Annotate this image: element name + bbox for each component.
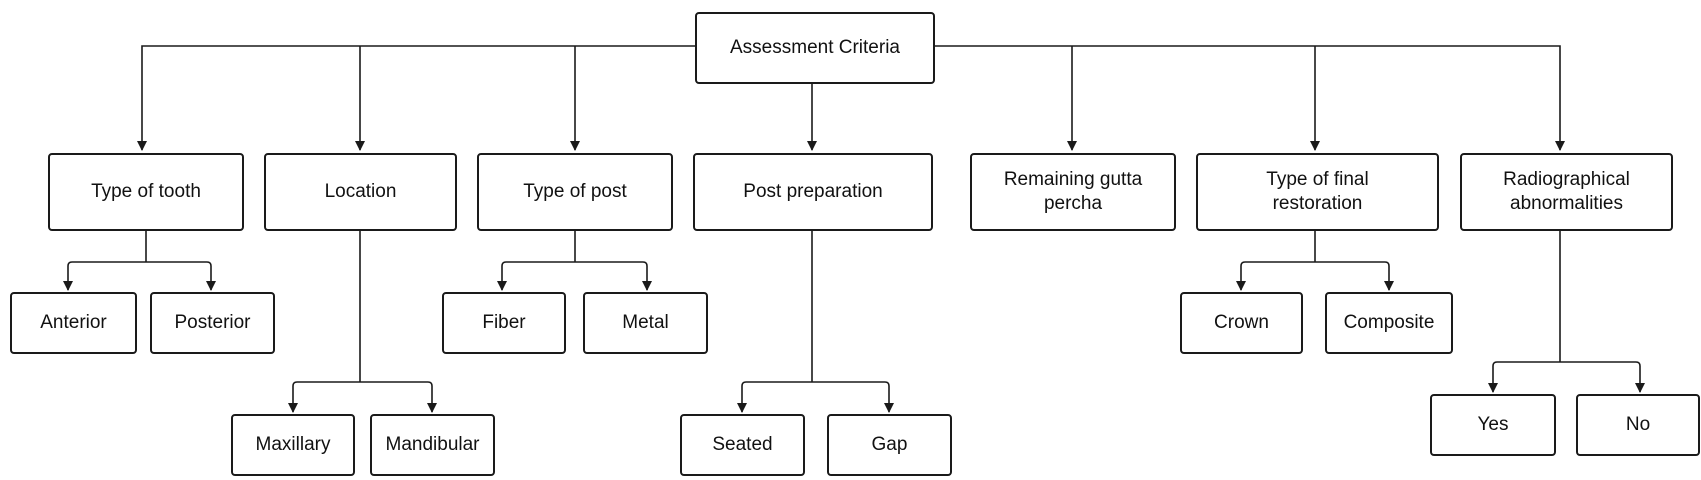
connector-post-metal (575, 261, 652, 291)
option-label: Mandibular (385, 434, 480, 455)
option-composite: Composite (1325, 292, 1453, 354)
option-label: Composite (1343, 312, 1435, 333)
option-posterior: Posterior (150, 292, 275, 354)
option-label: Yes (1477, 414, 1509, 435)
category-type-of-final-restoration: Type of final restoration (1196, 153, 1439, 231)
option-seated: Seated (680, 414, 805, 476)
connector-prep-gap (812, 381, 894, 413)
option-label: Seated (712, 434, 773, 455)
category-label: Post preparation (743, 181, 883, 202)
option-fiber: Fiber (442, 292, 566, 354)
option-no: No (1576, 394, 1700, 456)
option-metal: Metal (583, 292, 708, 354)
category-radiographical-abnormalities: Radiographical abnormalities (1460, 153, 1673, 231)
connector-post-fiber (497, 261, 575, 291)
category-label: Type of tooth (91, 181, 201, 202)
connector-restoration-crown (1236, 261, 1315, 291)
option-label: Maxillary (255, 434, 331, 455)
category-post-preparation: Post preparation (693, 153, 933, 231)
option-gap: Gap (827, 414, 952, 476)
option-label: Anterior (40, 312, 107, 333)
option-label: Gap (871, 434, 908, 455)
category-type-of-tooth: Type of tooth (48, 153, 244, 231)
option-crown: Crown (1180, 292, 1303, 354)
category-type-of-post: Type of post (477, 153, 673, 231)
connector-location-mandibular (360, 381, 437, 413)
option-yes: Yes (1430, 394, 1556, 456)
category-label: Radiographical abnormalities (1503, 169, 1630, 214)
category-location: Location (264, 153, 457, 231)
connector-root-left (137, 45, 695, 151)
category-label: Remaining gutta percha (1003, 169, 1143, 214)
category-label: Type of final restoration (1266, 169, 1369, 214)
connector-root-right (935, 45, 1565, 151)
category-remaining-gutta-percha: Remaining gutta percha (970, 153, 1176, 231)
option-label: Fiber (482, 312, 526, 333)
connector-location-maxillary (288, 381, 360, 413)
connector-tooth-anterior (63, 261, 146, 291)
root-node-label: Assessment Criteria (730, 37, 900, 58)
category-label: Location (324, 181, 397, 202)
option-label: No (1625, 414, 1651, 435)
category-label: Type of post (523, 181, 627, 202)
option-label: Crown (1214, 312, 1269, 333)
connector-radio-no (1560, 361, 1645, 393)
option-label: Metal (622, 312, 669, 333)
connector-prep-seated (737, 381, 812, 413)
option-label: Posterior (174, 312, 251, 333)
connector-radio-yes (1488, 361, 1560, 393)
option-mandibular: Mandibular (370, 414, 495, 476)
option-anterior: Anterior (10, 292, 137, 354)
connector-tooth-posterior (146, 261, 216, 291)
connector-restoration-composite (1315, 261, 1394, 291)
option-maxillary: Maxillary (231, 414, 355, 476)
root-node: Assessment Criteria (695, 12, 935, 84)
